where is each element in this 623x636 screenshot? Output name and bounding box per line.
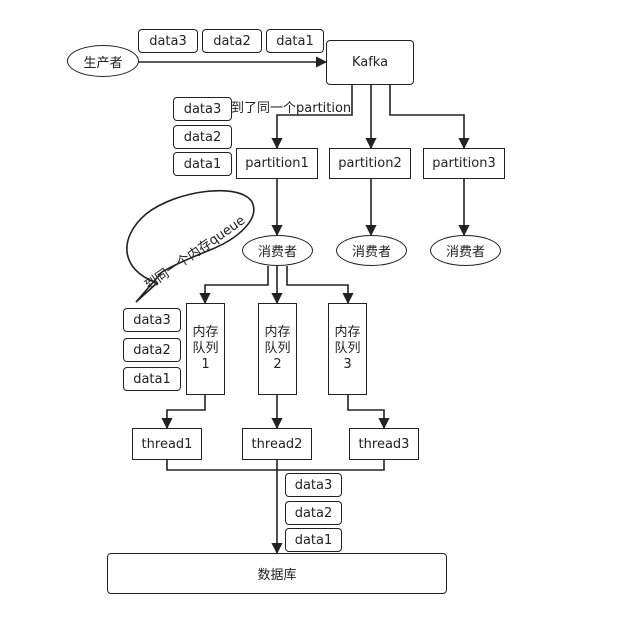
produced-data-item: data1 <box>266 29 324 53</box>
partition2-node: partition2 <box>329 148 411 179</box>
queue-data-item: data1 <box>123 367 181 391</box>
consumer3-node: 消费者 <box>430 235 501 266</box>
arrow-consumer-to-queue3 <box>286 266 354 305</box>
thread1-node: thread1 <box>132 428 202 460</box>
memory-queue1-node: 内存队列1 <box>186 303 225 395</box>
memory-queue2-node: 内存队列2 <box>258 303 297 395</box>
db-data-item: data1 <box>285 528 342 552</box>
queue-data-item: data3 <box>123 308 181 332</box>
db-data-item: data2 <box>285 501 342 525</box>
kafka-node: Kafka <box>326 40 414 85</box>
line-thread3-merge <box>277 460 385 471</box>
partition-data-item: data2 <box>173 125 232 149</box>
database-node: 数据库 <box>107 553 447 594</box>
produced-data-item: data2 <box>202 29 262 53</box>
arrow-queue3-to-thread3 <box>347 395 390 430</box>
line-thread1-merge <box>166 460 277 471</box>
arrow-queue1-to-thread1 <box>161 395 206 430</box>
partition1-node: partition1 <box>236 148 318 179</box>
db-data-item: data3 <box>285 473 342 497</box>
arrow-kafka-to-partition1 <box>271 85 353 150</box>
producer-node: 生产者 <box>67 45 139 77</box>
partition-data-item: data3 <box>173 97 232 121</box>
queue-data-item: data2 <box>123 338 181 362</box>
consumer1-node: 消费者 <box>242 235 313 266</box>
produced-data-item: data3 <box>138 29 198 53</box>
consumer2-node: 消费者 <box>336 235 407 266</box>
thread2-node: thread2 <box>242 428 312 460</box>
thread3-node: thread3 <box>349 428 419 460</box>
partition-data-item: data1 <box>173 152 232 176</box>
arrow-kafka-to-partition3 <box>389 85 470 150</box>
memory-queue3-node: 内存队列3 <box>328 303 367 395</box>
arrow-consumer-to-queue1 <box>199 266 269 305</box>
callout-bubble <box>126 189 255 303</box>
partition-note: 到了同一个partition <box>231 101 352 116</box>
partition3-node: partition3 <box>423 148 505 179</box>
